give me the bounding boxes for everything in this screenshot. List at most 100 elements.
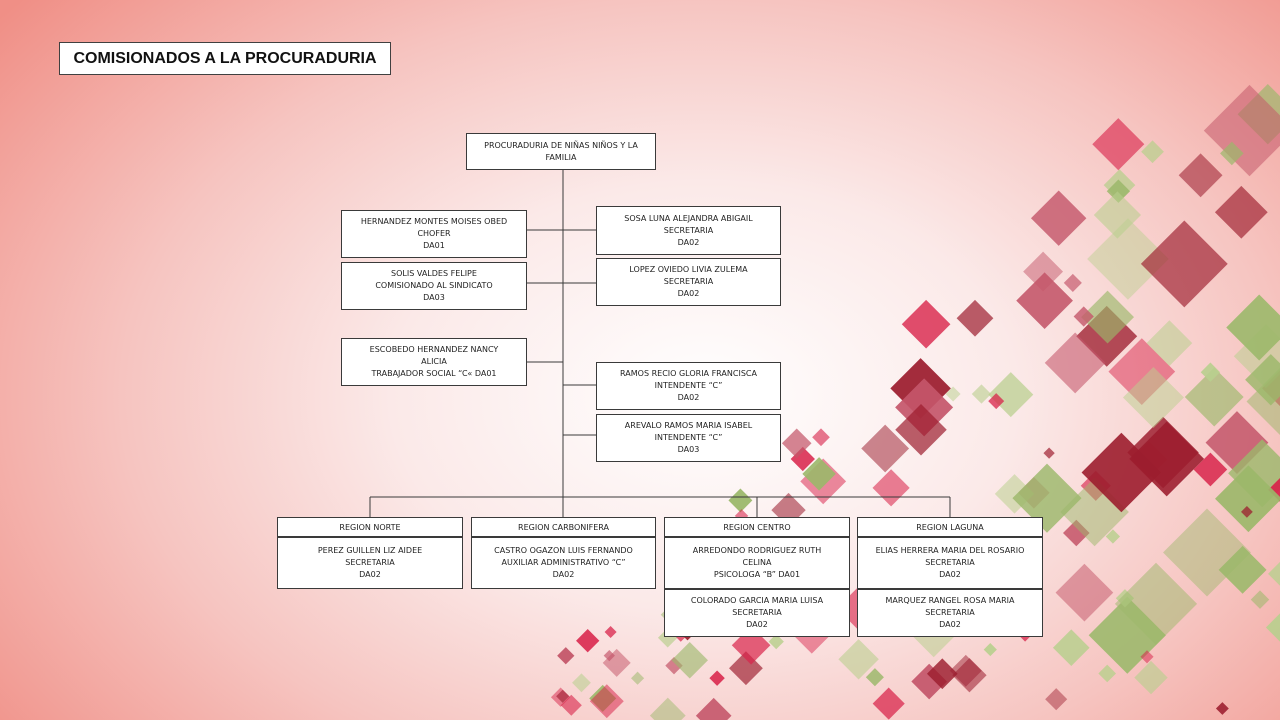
staff-box-lopez: LOPEZ OVIEDO LIVIA ZULEMA SECRETARIA DA0… [596, 258, 781, 306]
staff-code: DA03 [677, 445, 700, 454]
decor-square [1093, 191, 1142, 239]
decor-square [1012, 463, 1082, 533]
decor-square [1146, 320, 1193, 366]
member-line1: ELIAS HERRERA MARIA DEL ROSARIO [875, 546, 1025, 555]
staff-role: SECRETARIA [663, 225, 714, 235]
decor-square [1218, 545, 1267, 594]
decor-square [895, 403, 947, 456]
decor-square [728, 488, 753, 513]
decor-square [1105, 529, 1121, 544]
region-member-perez: PEREZ GUILLEN LIZ AIDEE SECRETARIA DA02 [277, 537, 463, 589]
decor-square [1268, 553, 1280, 595]
decor-square [1140, 650, 1154, 664]
decor-square [1055, 563, 1114, 622]
region-member-marquez: MARQUEZ RANGEL ROSA MARIA SECRETARIA DA0… [857, 589, 1043, 637]
decor-square [560, 694, 582, 716]
staff-code: DA02 [677, 237, 700, 247]
decor-square [604, 626, 617, 639]
region-member-arredondo: ARREDONDO RODRIGUEZ RUTH CELINA PSICOLOG… [664, 537, 850, 589]
staff-code: DA03 [423, 293, 445, 302]
org-root-line1: PROCURADURIA DE NIÑAS NIÑOS Y LA [484, 140, 638, 150]
decor-square [709, 670, 725, 686]
staff-name-cont: ALICIA [421, 357, 447, 366]
member-line3: DA02 [552, 570, 575, 579]
staff-name: RAMOS RECIO GLORIA FRANCISCA [620, 369, 757, 378]
member-line3: DA02 [939, 620, 961, 629]
staff-box-solis: SOLIS VALDES FELIPE COMISIONADO AL SINDI… [341, 262, 527, 310]
staff-name: AREVALO RAMOS MARIA ISABEL [624, 421, 753, 430]
staff-role: CHOFER [417, 229, 451, 238]
decor-square [1043, 447, 1055, 459]
decor-square [1016, 272, 1073, 330]
decor-square [802, 457, 836, 491]
decor-square [949, 654, 982, 687]
decor-square [1052, 629, 1090, 667]
decor-square [901, 299, 951, 349]
staff-box-hernandez: HERNANDEZ MONTES MOISES OBED CHOFER DA01 [341, 210, 527, 258]
decor-square [1122, 367, 1184, 428]
decor-square [1045, 688, 1068, 711]
member-line2: AUXILIAR ADMINISTRATIVO “C” [501, 558, 626, 567]
member-line1: COLORADO GARCIA MARIA LUISA [690, 596, 824, 605]
staff-box-escobedo: ESCOBEDO HERNANDEZ NANCY ALICIA TRABAJAD… [341, 338, 527, 386]
staff-role: INTENDENTE “C” [654, 433, 723, 442]
decor-square [572, 673, 591, 693]
decor-square [557, 647, 575, 665]
decor-square [603, 649, 615, 662]
decor-square [1140, 220, 1228, 308]
decor-square [1163, 508, 1251, 597]
member-line1: ARREDONDO RODRIGUEZ RUTH [692, 546, 822, 555]
decor-square [988, 393, 1005, 410]
staff-name: SOSA LUNA ALEJANDRA ABIGAIL [624, 213, 753, 223]
staff-role: COMISIONADO AL SINDICATO [375, 281, 493, 290]
decor-square [952, 658, 987, 693]
region-member-colorado: COLORADO GARCIA MARIA LUISA SECRETARIA D… [664, 589, 850, 637]
decor-square [630, 671, 645, 685]
member-line3: DA02 [939, 570, 961, 579]
decor-square [781, 428, 812, 459]
member-line1: CASTRO OGAZON LUIS FERNANDO [494, 546, 633, 555]
decor-square [926, 658, 958, 690]
staff-code: DA02 [677, 393, 700, 402]
staff-role: SECRETARIA [663, 277, 714, 286]
member-line1: MARQUEZ RANGEL ROSA MARIA [885, 596, 1015, 605]
decor-square [1030, 190, 1087, 246]
decor-square [1200, 362, 1221, 382]
member-line2: SECRETARIA [732, 608, 782, 617]
slide-title: COMISIONADOS A LA PROCURADURIA [59, 42, 391, 75]
decor-square [1114, 562, 1198, 645]
member-line2: SECRETARIA [925, 558, 975, 567]
staff-box-ramos: RAMOS RECIO GLORIA FRANCISCA INTENDENTE … [596, 362, 781, 410]
decor-square [589, 684, 624, 719]
decor-square [649, 697, 686, 720]
region-header-centro: REGION CENTRO [664, 517, 850, 537]
decor-square [576, 629, 600, 653]
org-root-line2: FAMILIA [545, 152, 577, 162]
region-member-castro: CASTRO OGAZON LUIS FERNANDO AUXILIAR ADM… [471, 537, 656, 589]
member-line3: DA02 [746, 620, 768, 629]
decor-square [1193, 452, 1228, 487]
staff-code: DA02 [677, 289, 700, 298]
decor-square [768, 633, 784, 650]
staff-name: HERNANDEZ MONTES MOISES OBED [360, 217, 508, 226]
member-line2: SECRETARIA [925, 608, 975, 617]
member-line3: DA02 [359, 570, 381, 579]
decor-square [872, 687, 905, 720]
decor-square [556, 689, 570, 703]
staff-box-sosa: SOSA LUNA ALEJANDRA ABIGAIL SECRETARIA D… [596, 206, 781, 255]
region-member-elias: ELIAS HERRERA MARIA DEL ROSARIO SECRETAR… [857, 537, 1043, 589]
member-line1: PEREZ GUILLEN LIZ AIDEE [317, 546, 423, 555]
staff-role: INTENDENTE “C” [654, 381, 723, 390]
region-header-laguna: REGION LAGUNA [857, 517, 1043, 537]
staff-name: SOLIS VALDES FELIPE [391, 269, 477, 278]
decor-square [838, 639, 879, 680]
region-header-carbonifera: REGION CARBONIFERA [471, 517, 656, 537]
staff-box-arevalo: AREVALO RAMOS MARIA ISABEL INTENDENTE “C… [596, 414, 781, 462]
decor-square [812, 428, 830, 447]
decor-square [956, 299, 994, 337]
staff-name: LOPEZ OVIEDO LIVIA ZULEMA [629, 265, 748, 274]
staff-name: ESCOBEDO HERNANDEZ NANCY [369, 345, 499, 354]
member-line2: CELINA [742, 558, 772, 567]
